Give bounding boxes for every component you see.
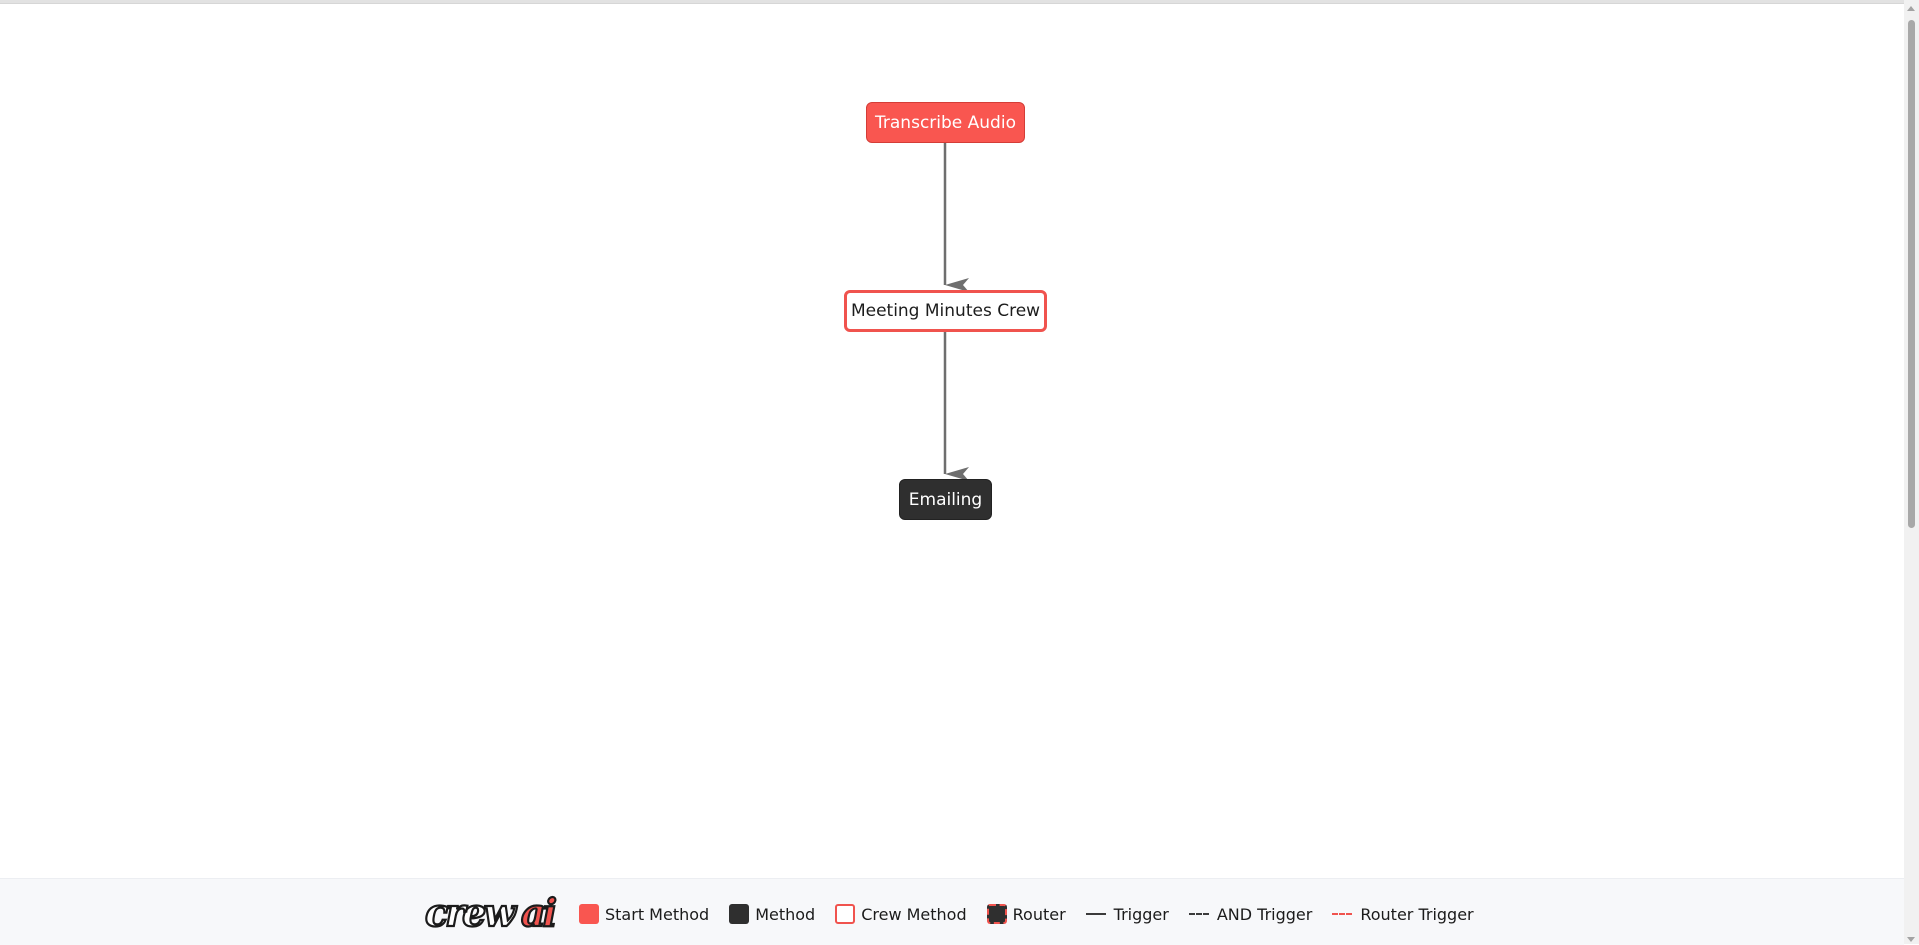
node-label: Meeting Minutes Crew: [850, 301, 1041, 321]
vertical-scrollbar[interactable]: [1904, 0, 1919, 944]
legend-label: Router: [1012, 904, 1066, 924]
start-method-swatch-icon: [579, 904, 599, 924]
dashed-line-icon: [1188, 913, 1209, 915]
legend-label: Router Trigger: [1360, 904, 1474, 924]
node-crew-method[interactable]: Meeting Minutes Crew: [844, 290, 1047, 332]
legend-item-and-trigger: AND Trigger: [1188, 904, 1313, 924]
top-border: [0, 0, 1904, 4]
node-method[interactable]: Emailing: [899, 479, 992, 520]
node-label: Emailing: [908, 489, 983, 510]
legend-label: Start Method: [605, 904, 710, 924]
flow-canvas[interactable]: Transcribe Audio Meeting Minutes Crew Em…: [0, 4, 1904, 878]
crew-method-swatch-icon: [835, 904, 856, 924]
node-label: Transcribe Audio: [875, 112, 1016, 133]
scrollbar-thumb[interactable]: [1908, 20, 1915, 528]
legend-label: Trigger: [1113, 904, 1169, 924]
edges-layer: [943, 139, 969, 481]
router-swatch-icon: [986, 904, 1007, 924]
legend-item-router: Router: [986, 904, 1066, 924]
legend-item-router-trigger: Router Trigger: [1332, 904, 1474, 924]
red-dashed-line-icon: [1332, 913, 1353, 915]
svg-text:ai: ai: [521, 892, 556, 935]
method-swatch-icon: [729, 904, 750, 924]
svg-text:crew: crew: [425, 892, 517, 935]
legend: crew ai Start Method Method Crew Method …: [423, 891, 1494, 937]
node-start-method[interactable]: Transcribe Audio: [866, 102, 1025, 143]
scroll-down-arrow-icon[interactable]: [1907, 937, 1915, 942]
legend-label: Method: [755, 904, 816, 924]
legend-label: Crew Method: [861, 904, 967, 924]
crewai-logo: crew ai: [424, 892, 560, 936]
scroll-up-arrow-icon[interactable]: [1907, 6, 1915, 11]
legend-bar: crew ai Start Method Method Crew Method …: [0, 878, 1904, 945]
solid-line-icon: [1085, 913, 1106, 915]
legend-item-method: Method: [729, 904, 815, 924]
legend-label: AND Trigger: [1216, 904, 1313, 924]
legend-item-trigger: Trigger: [1085, 904, 1169, 924]
legend-item-start-method: Start Method: [579, 904, 709, 924]
legend-item-crew-method: Crew Method: [835, 904, 967, 924]
